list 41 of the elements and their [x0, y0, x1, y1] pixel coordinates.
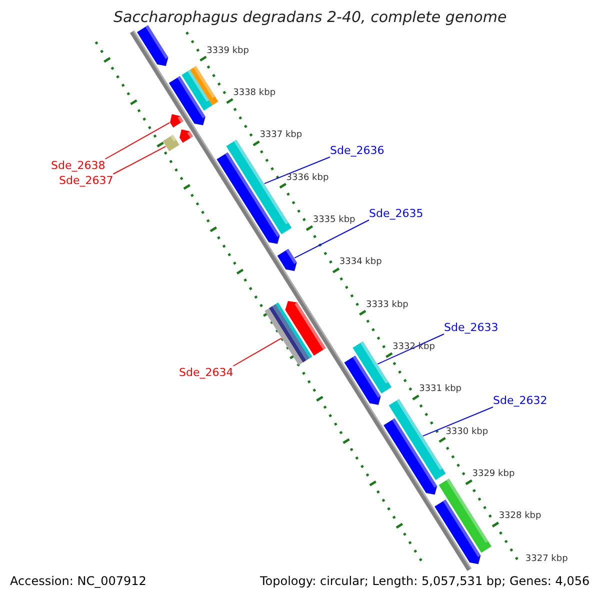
leader-line: [104, 122, 170, 160]
footer-text: Topology: circular; Length: 5,057,531 bp; Genes: 4,056: [260, 574, 590, 588]
gene-feature: [180, 129, 193, 143]
gene-feature: [384, 418, 438, 495]
tick-label: 3339 kbp: [206, 46, 249, 57]
tick-label: 3328 kbp: [498, 511, 542, 522]
gene-feature: [216, 152, 280, 244]
gene-label: Sde_2637: [59, 174, 114, 187]
gene-feature: [344, 356, 381, 405]
gene-feature: [277, 248, 297, 271]
gene-label: Sde_2633: [444, 321, 498, 334]
tick-label: 3335 kbp: [312, 214, 356, 226]
gene-feature: [137, 25, 168, 66]
gene-feature: [285, 301, 326, 356]
leader-line: [112, 146, 166, 174]
gene-feature: [190, 66, 218, 106]
gene-label: Sde_2635: [369, 207, 424, 220]
tick-label: 3336 kbp: [286, 172, 329, 184]
tick-label: 3337 kbp: [260, 130, 302, 142]
tick-label: 3327 kbp: [525, 554, 568, 565]
gene-label: Sde_2638: [51, 159, 106, 172]
gene-feature: [264, 302, 312, 366]
tick-label: 3331 kbp: [419, 384, 462, 396]
gene-label: Sde_2632: [493, 394, 548, 407]
gene-label: Sde_2634: [179, 366, 234, 379]
tick-label: 3334 kbp: [339, 257, 382, 268]
leader-line: [232, 338, 282, 366]
title: Saccharophagus degradans 2-40, complete genome: [114, 8, 507, 26]
tick-label: 3330 kbp: [446, 426, 488, 438]
gene-feature: [434, 500, 481, 564]
leader-line: [264, 156, 330, 184]
tick-label: 3329 kbp: [472, 469, 515, 480]
footer-text: Accession: NC_007912: [10, 574, 146, 588]
gene-feature: [170, 114, 184, 128]
tick-label: 3332 kbp: [392, 342, 435, 353]
gene-feature: [162, 134, 180, 152]
leader-line: [294, 220, 370, 258]
gene-label: Sde_2636: [330, 144, 384, 157]
tick-label: 3338 kbp: [233, 88, 276, 99]
tick-label: 3333 kbp: [366, 300, 408, 311]
leader-line: [422, 406, 494, 437]
